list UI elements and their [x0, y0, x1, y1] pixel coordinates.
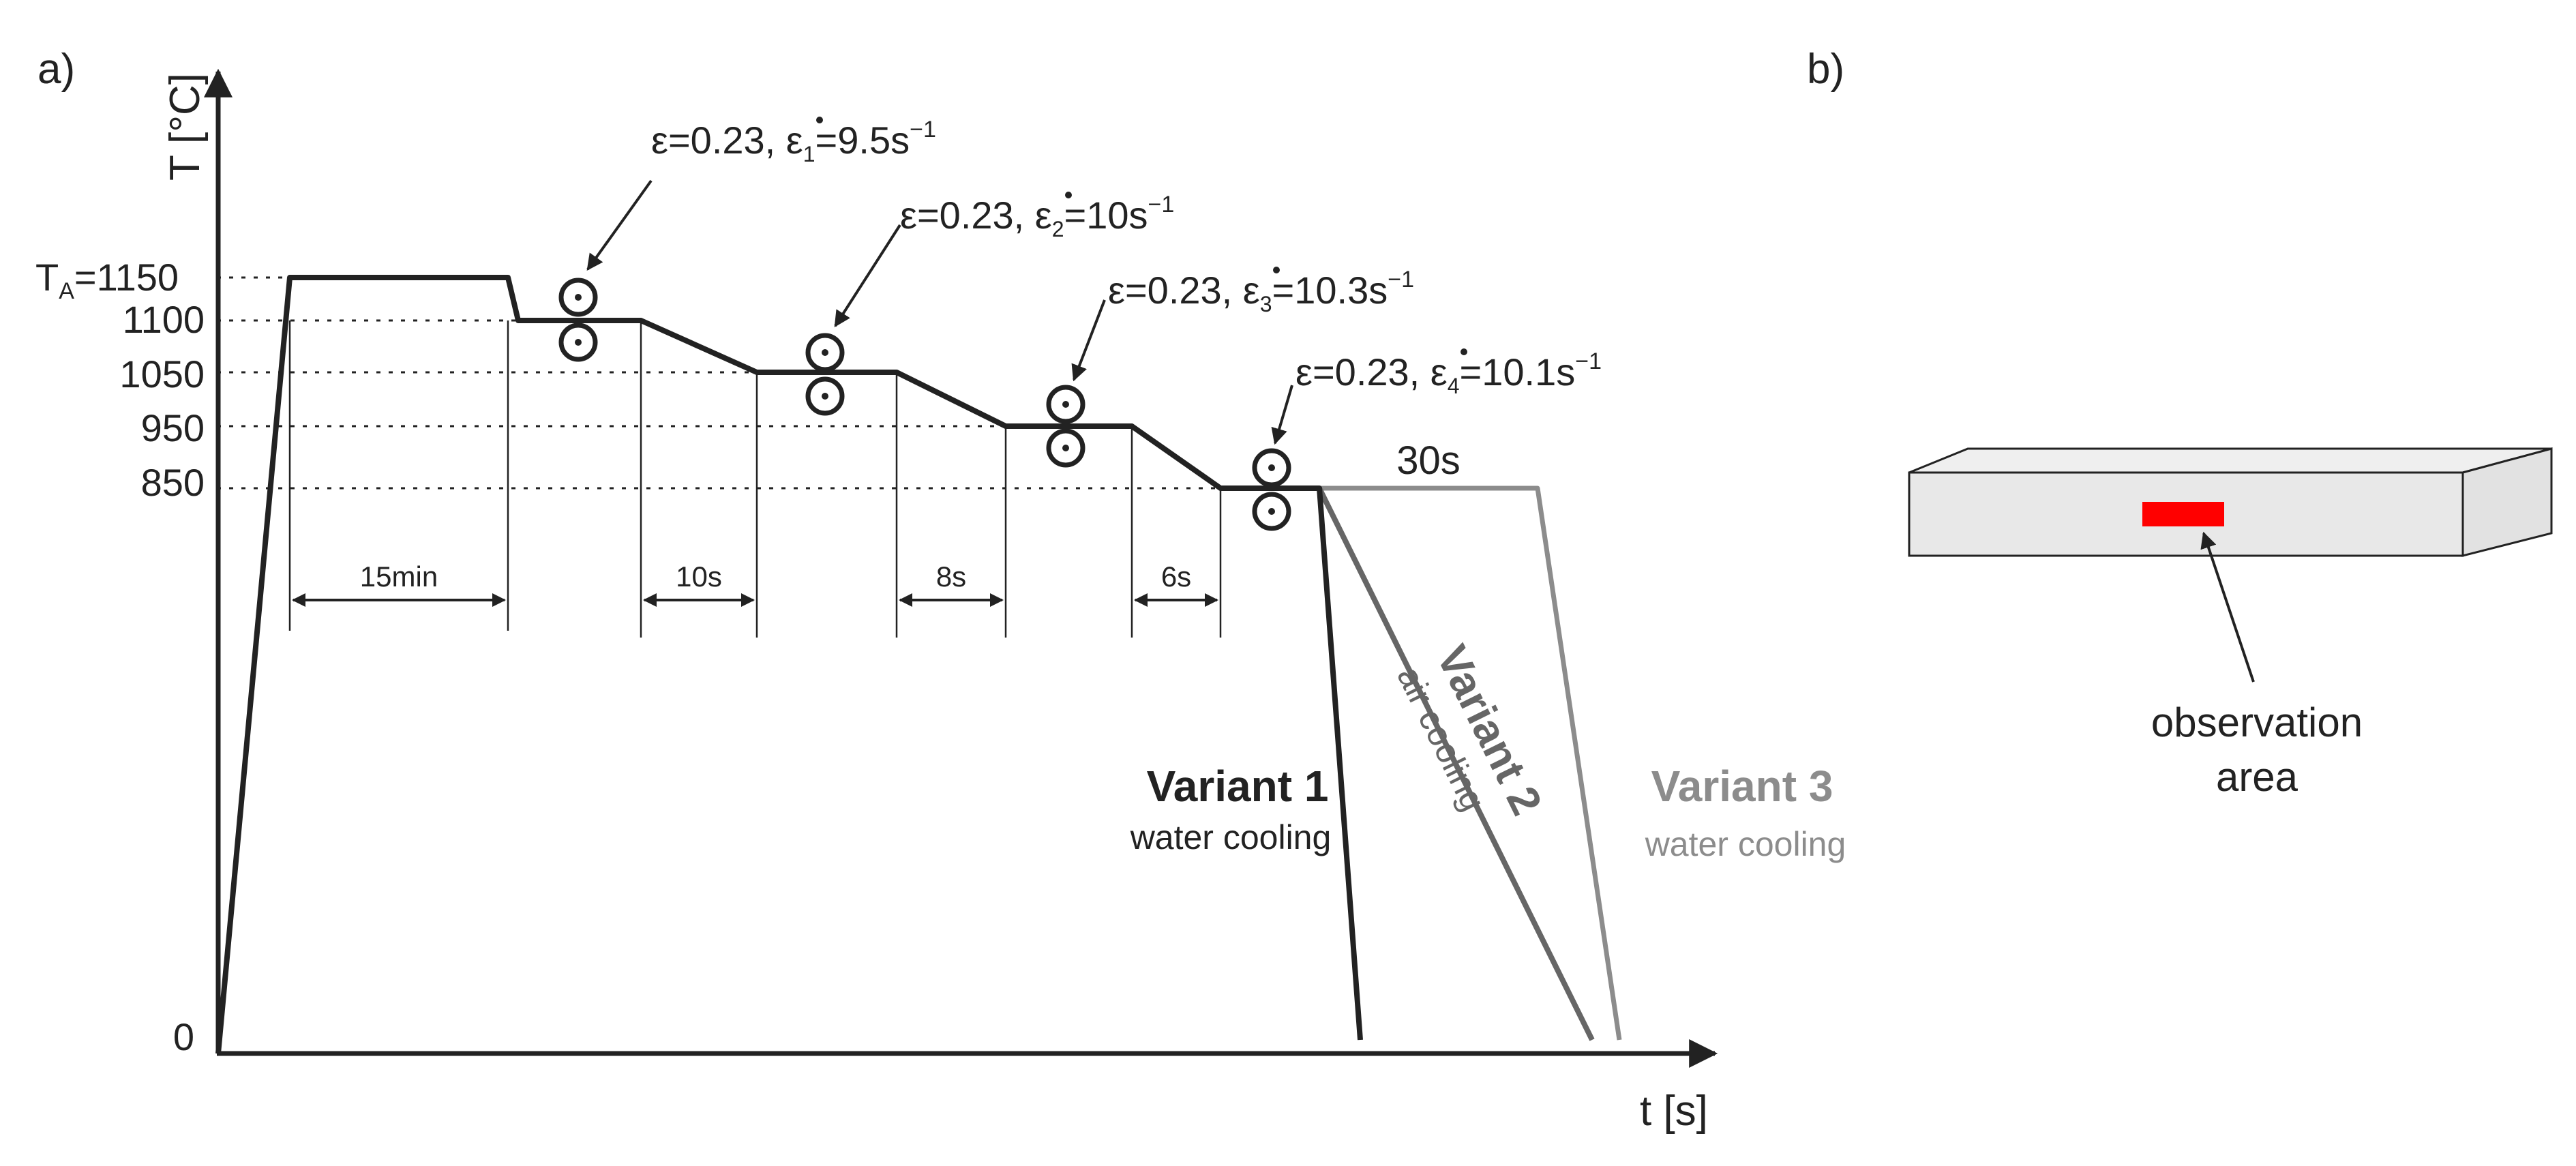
pass-3-rate-sub: 3: [1260, 292, 1272, 316]
pass-4-rate-exp: −1: [1575, 348, 1602, 374]
pass-1-strain: ε=0.23,: [651, 119, 786, 162]
roll-pair-2: [805, 333, 845, 416]
pass-1-text: ε=0.23, ε1=9.5s−1: [651, 117, 936, 166]
annotation-arrow-pass-1: [586, 179, 653, 271]
pass-3-text: ε=0.23, ε3=10.3s−1: [1108, 267, 1414, 316]
variant-3-label: Variant 3 water cooling: [1645, 762, 1846, 863]
duration-10s: 10s: [676, 560, 722, 593]
annotation-arrow-pass-4: [1271, 385, 1293, 445]
tick-1100: 1100: [123, 298, 205, 341]
pass-annotation-2: ε=0.23, ε2=10s−1: [900, 192, 1174, 241]
roll-pair-1: [558, 278, 598, 362]
observation-area-label-line-2: area: [2216, 754, 2298, 800]
pass-1-rate-exp: −1: [910, 117, 936, 143]
roll-center: [575, 339, 582, 346]
variant-3-curve: [1319, 485, 1622, 1041]
rate-dot: [816, 117, 823, 123]
pass-1-rate-symbol: ε: [786, 119, 803, 162]
pass-3-strain: ε=0.23,: [1108, 269, 1243, 312]
roll-center: [1062, 401, 1069, 408]
annotation-arrow-pass-3: [1071, 299, 1106, 382]
pass-4-rate-sub: 4: [1448, 374, 1460, 398]
variant-2-label: Variant 2 air cooling: [1390, 638, 1552, 822]
panel-b-label: b): [1807, 46, 1844, 93]
specimen-top-face: [1908, 447, 2552, 474]
variant-3-cooling: water cooling: [1645, 825, 1846, 863]
duration-8s: 8s: [936, 560, 966, 593]
pass-2-text: ε=0.23, ε2=10s−1: [900, 192, 1174, 241]
pass-2-rate-sub: 2: [1052, 217, 1064, 241]
pass-2-strain: ε=0.23,: [900, 194, 1035, 237]
tick-ta-value: =1150: [74, 256, 179, 299]
tick-0: 0: [173, 1015, 194, 1058]
pass-annotation-arrows: [586, 179, 1293, 445]
tick-950: 950: [141, 406, 205, 449]
roll-pair-3: [1046, 385, 1085, 468]
pass-3-rate-value: =10.3s: [1272, 269, 1388, 312]
pass-3-rate-exp: −1: [1388, 267, 1414, 293]
roll-center: [822, 393, 828, 400]
rate-dot: [1273, 267, 1280, 273]
annotation-arrow-pass-2: [834, 224, 901, 328]
observation-area-marker: [2142, 502, 2224, 526]
pass-2-rate-symbol: ε: [1035, 194, 1052, 237]
pass-2-rate-value: =10s: [1064, 194, 1148, 237]
variant-1-cooling: water cooling: [1130, 818, 1332, 856]
roll-center: [1268, 464, 1275, 471]
variant-2-curve: [1317, 487, 1595, 1041]
roll-center: [575, 294, 582, 301]
roll-pair-4: [1252, 448, 1291, 531]
tick-ta-sub: A: [59, 278, 74, 304]
pass-3-rate-symbol: ε: [1243, 269, 1260, 312]
pass-4-strain: ε=0.23,: [1296, 350, 1431, 393]
duration-30s: 30s: [1396, 438, 1461, 483]
rate-dot: [1065, 192, 1072, 198]
pass-annotation-1: ε=0.23, ε1=9.5s−1: [651, 117, 936, 166]
duration-6s: 6s: [1161, 560, 1191, 593]
specimen-bar: [1908, 447, 2553, 557]
roll-center: [1062, 445, 1069, 451]
observation-area-arrow: [2200, 531, 2255, 683]
roll-center: [1268, 508, 1275, 515]
panel-b: b) observation area: [1807, 46, 2553, 800]
pass-2-rate-exp: −1: [1148, 192, 1175, 218]
duration-15min: 15min: [360, 560, 438, 593]
panel-a-label: a): [38, 46, 75, 93]
tick-ta-letter: T: [35, 256, 59, 299]
temperature-reference-lines: [217, 276, 1220, 490]
pass-annotation-3: ε=0.23, ε3=10.3s−1: [1108, 267, 1414, 316]
tick-1050: 1050: [119, 353, 205, 395]
variant-3-name: Variant 3: [1651, 762, 1833, 811]
pass-1-rate-value: =9.5s: [815, 119, 910, 162]
y-axis-label: T [°C]: [162, 73, 209, 181]
variant-1-name: Variant 1: [1147, 762, 1329, 811]
pass-annotation-4: ε=0.23, ε4=10.1s−1: [1296, 348, 1602, 398]
variant-1-label: Variant 1 water cooling: [1130, 762, 1332, 856]
pass-1-rate-sub: 1: [803, 142, 815, 166]
temperature-schedule-curve: [215, 275, 1363, 1054]
panel-a: a) T [°C] t [s] TA=1150 1100 1050 950 85…: [35, 46, 1846, 1135]
rate-dot: [1461, 348, 1467, 355]
tick-850: 850: [141, 461, 205, 504]
pass-4-rate-symbol: ε: [1431, 350, 1448, 393]
duration-markers: [288, 320, 1222, 638]
tick-ta: TA=1150: [35, 256, 179, 304]
x-axis-label: t [s]: [1640, 1088, 1708, 1135]
pass-4-text: ε=0.23, ε4=10.1s−1: [1296, 348, 1602, 398]
roll-center: [822, 349, 828, 356]
pass-4-rate-value: =10.1s: [1460, 350, 1576, 393]
observation-area-label-line-1: observation: [2151, 700, 2363, 745]
